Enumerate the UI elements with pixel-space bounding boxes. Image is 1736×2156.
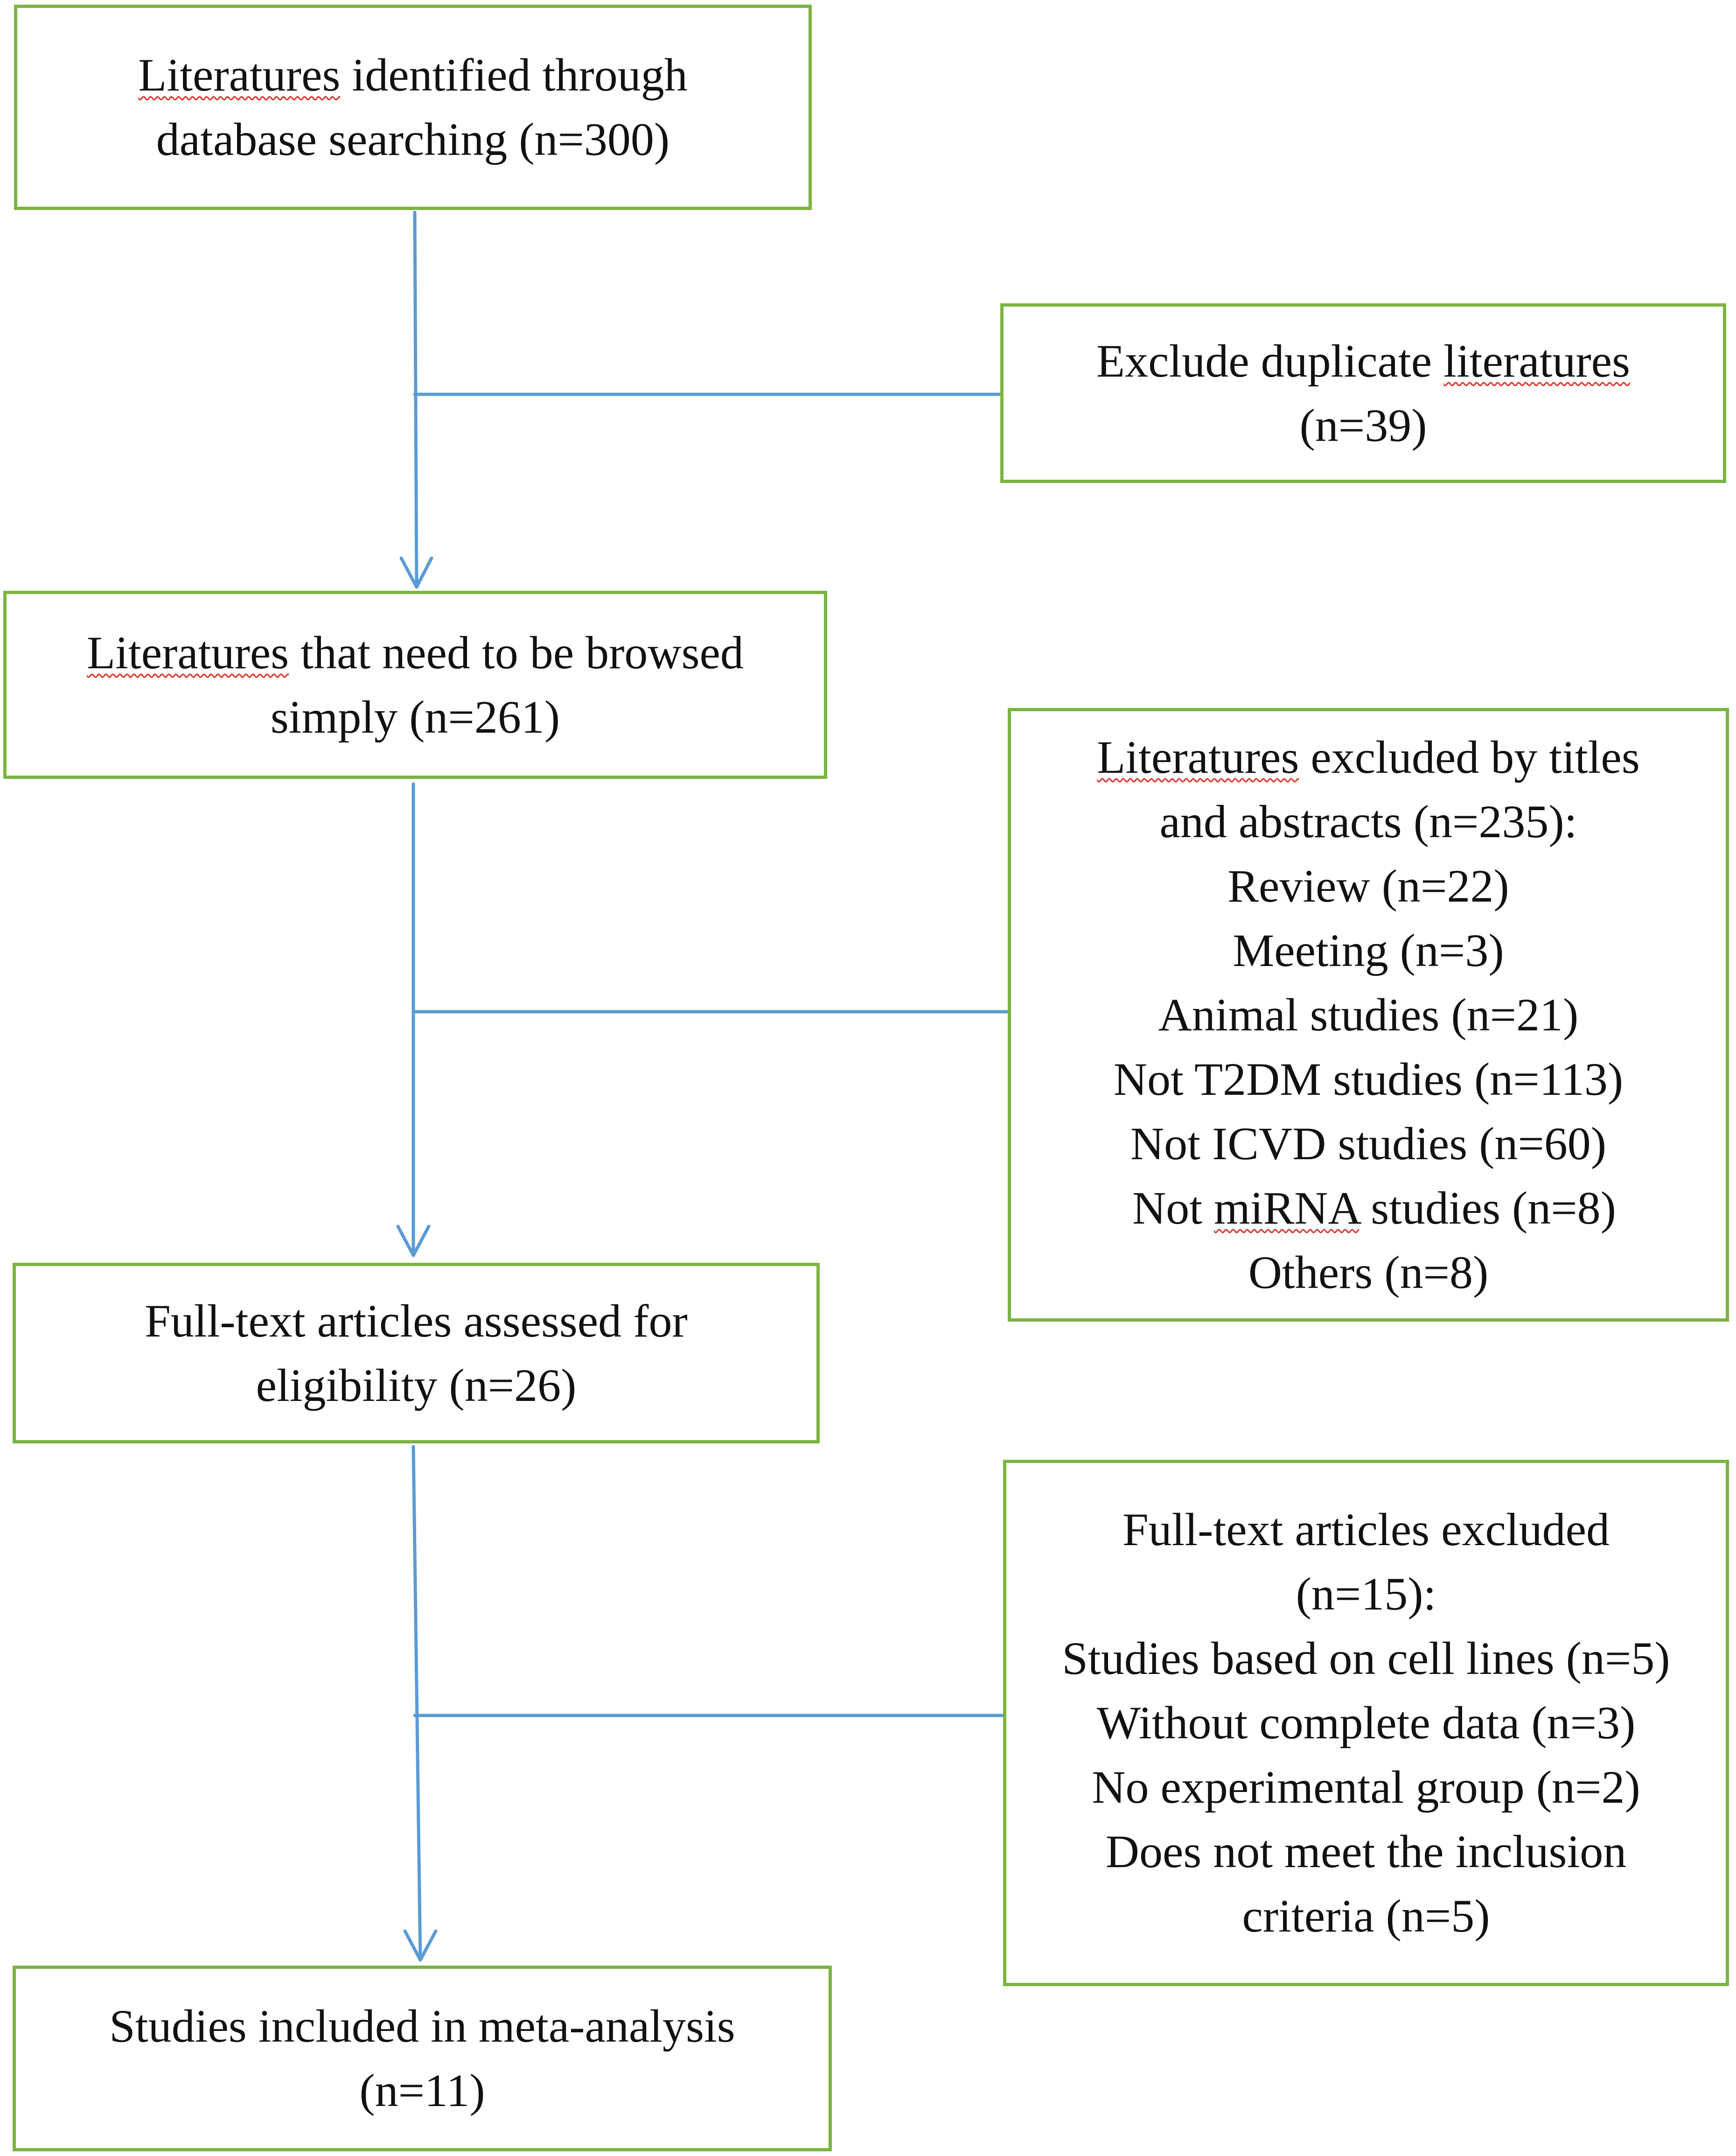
arrowhead-included — [403, 1929, 438, 1962]
excluded-duplicates-box: Exclude duplicate literatures (n=39) — [1000, 303, 1726, 483]
spellcheck-flagged-word: Literatures — [1097, 731, 1299, 783]
arrow-identified-to-browsed — [413, 210, 418, 589]
box-text-line: eligibility (n=26) — [256, 1353, 577, 1418]
spellcheck-flagged-word: literatures — [1443, 335, 1630, 387]
text-run: Without complete data (n=3) — [1096, 1697, 1636, 1749]
arrowhead-fulltext — [396, 1225, 431, 1257]
box-text-line: Others (n=8) — [1248, 1240, 1489, 1305]
arrow-fulltext-to-included — [411, 1445, 422, 1962]
box-text-line: Exclude duplicate literatures — [1096, 329, 1630, 393]
box-text-line: Meeting (n=3) — [1233, 918, 1504, 983]
spellcheck-flagged-word: miRNA — [1214, 1182, 1360, 1234]
text-run: Exclude duplicate — [1096, 335, 1444, 387]
box-text-line: criteria (n=5) — [1242, 1884, 1490, 1948]
text-run: Others (n=8) — [1248, 1246, 1489, 1298]
text-run: Not T2DM studies (n=113) — [1113, 1053, 1624, 1105]
text-run: studies (n=8) — [1359, 1182, 1616, 1234]
box-text-line: Full-text articles assessed for — [145, 1289, 688, 1353]
box-text-line: (n=15): — [1296, 1562, 1436, 1626]
box-text-line: database searching (n=300) — [156, 107, 669, 172]
text-run: Not — [1121, 1182, 1214, 1234]
text-run: Studies included in meta-analysis — [109, 2000, 735, 2052]
box-text-line: Not miRNA studies (n=8) — [1121, 1176, 1616, 1240]
box-text-line: Literatures excluded by titles — [1097, 725, 1639, 790]
text-run: Studies based on cell lines (n=5) — [1062, 1632, 1670, 1684]
text-run: that need to be browsed — [289, 626, 744, 679]
text-run: eligibility (n=26) — [256, 1359, 577, 1411]
text-run: Animal studies (n=21) — [1158, 988, 1579, 1041]
included-box: Studies included in meta-analysis (n=11) — [13, 1966, 832, 2151]
box-text-line: and abstracts (n=235): — [1159, 790, 1577, 854]
text-run: criteria (n=5) — [1242, 1890, 1490, 1942]
text-run: Full-text articles assessed for — [145, 1295, 688, 1347]
text-run: (n=15): — [1296, 1568, 1436, 1620]
text-run: Full-text articles excluded — [1122, 1504, 1610, 1555]
text-run: Review (n=22) — [1227, 860, 1509, 912]
text-run: database searching (n=300) — [156, 113, 670, 165]
box-text-line: Without complete data (n=3) — [1097, 1691, 1636, 1755]
identified-box: Literatures identified through database s… — [14, 5, 812, 210]
box-text-line: Animal studies (n=21) — [1158, 983, 1579, 1047]
text-run: simply (n=261) — [270, 691, 560, 743]
browsed-box: Literatures that need to be browsed simpl… — [3, 591, 827, 779]
box-text-line: Literatures that need to be browsed — [87, 621, 744, 685]
spellcheck-flagged-word: Literatures — [138, 49, 341, 101]
box-text-line: Studies included in meta-analysis — [109, 1994, 735, 2058]
box-text-line: Full-text articles excluded — [1122, 1498, 1610, 1562]
box-text-line: Review (n=22) — [1227, 854, 1509, 918]
box-text-line: Not T2DM studies (n=113) — [1114, 1047, 1623, 1112]
text-run: (n=11) — [359, 2065, 485, 2116]
box-text-line: Studies based on cell lines (n=5) — [1062, 1626, 1670, 1691]
arrowhead-browsed — [399, 556, 433, 589]
box-text-line: No experimental group (n=2) — [1092, 1755, 1640, 1820]
text-run: identified through — [340, 49, 688, 101]
text-run: excluded by titles — [1299, 731, 1640, 783]
text-run: Not ICVD studies (n=60) — [1130, 1117, 1607, 1169]
box-text-line: (n=11) — [359, 2058, 485, 2123]
excluded-fulltext-box: Full-text articles excluded (n=15): Studie… — [1003, 1460, 1729, 1986]
text-run: Meeting (n=3) — [1233, 924, 1504, 976]
text-run: No experimental group (n=2) — [1092, 1761, 1640, 1813]
text-run: (n=39) — [1299, 399, 1427, 451]
text-run: and abstracts (n=235): — [1159, 795, 1577, 847]
fulltext-box: Full-text articles assessed for eligibili… — [13, 1263, 820, 1443]
spellcheck-flagged-word: Literatures — [87, 626, 289, 679]
box-text-line: Literatures identified through — [138, 43, 687, 107]
box-text-line: Not ICVD studies (n=60) — [1130, 1112, 1606, 1176]
text-run: Does not meet the inclusion — [1105, 1826, 1627, 1877]
box-text-line: Does not meet the inclusion — [1106, 1820, 1626, 1884]
box-text-line: (n=39) — [1300, 393, 1427, 458]
box-text-line: simply (n=261) — [271, 685, 560, 749]
